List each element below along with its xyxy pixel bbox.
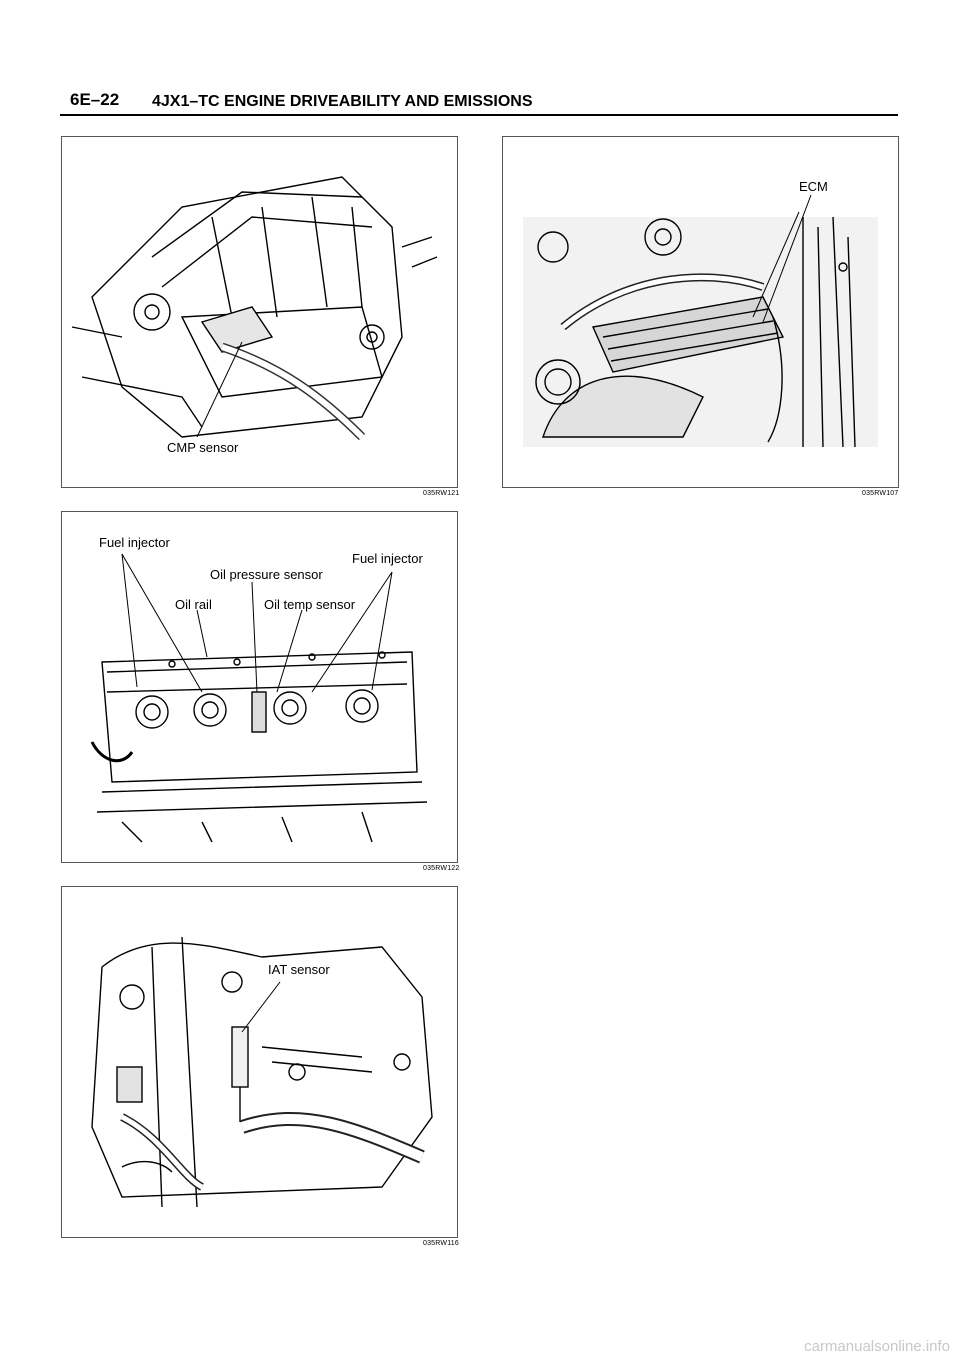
oil-rail-label: Oil rail: [175, 597, 212, 612]
fuel-injector-right-label: Fuel injector: [352, 551, 423, 566]
cmp-engine-illustration: [71, 176, 438, 441]
figure-iat-sensor: IAT sensor: [61, 886, 458, 1238]
figure-id-injector: 035RW122: [423, 865, 460, 872]
ecm-engine-illustration: [523, 194, 878, 448]
figure-id-cmp: 035RW121: [423, 490, 460, 497]
fuel-injector-left-label: Fuel injector: [99, 535, 170, 550]
header-rule: [60, 114, 898, 116]
figure-ecm: ECM: [502, 136, 899, 488]
page-number: 6E–22: [70, 90, 120, 109]
watermark: carmanualsonline.info: [804, 1338, 950, 1355]
oil-temp-sensor-label: Oil temp sensor: [264, 597, 356, 612]
figure-fuel-injector: Fuel injector Oil pressure sensor Fuel i…: [61, 511, 458, 863]
figure-id-ecm: 035RW107: [862, 490, 899, 497]
cmp-sensor-label: CMP sensor: [167, 440, 239, 455]
figure-cmp-sensor: CMP sensor: [61, 136, 458, 488]
injector-engine-illustration: [90, 553, 428, 843]
oil-pressure-sensor-label: Oil pressure sensor: [210, 567, 323, 582]
iat-engine-illustration: [91, 936, 433, 1208]
ecm-label: ECM: [799, 179, 828, 194]
iat-sensor-label: IAT sensor: [268, 962, 330, 977]
figure-id-iat: 035RW116: [423, 1240, 459, 1247]
page-title: 4JX1–TC ENGINE DRIVEABILITY AND EMISSION…: [152, 93, 533, 110]
